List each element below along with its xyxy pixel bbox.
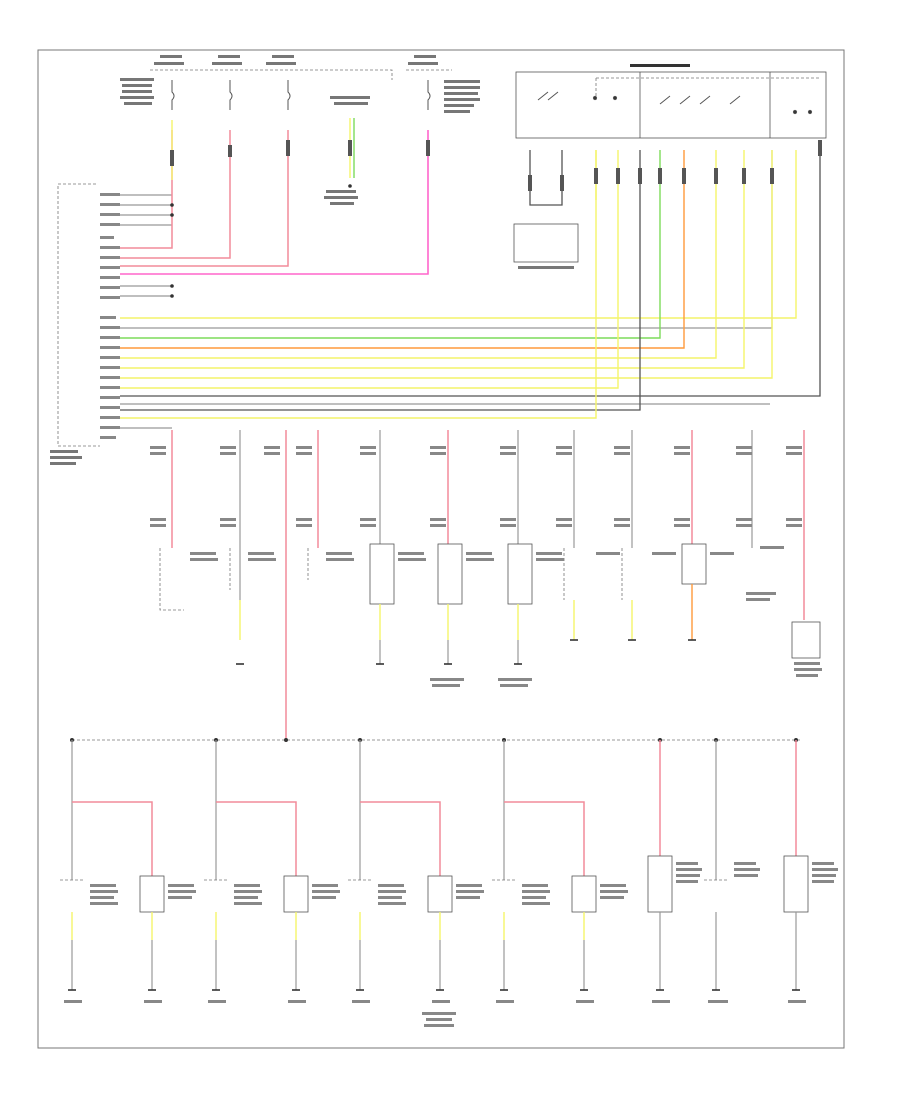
middle-lamp-components bbox=[159, 543, 821, 659]
middle-ground-wires bbox=[239, 584, 693, 664]
middle-ground-symbols bbox=[236, 639, 696, 665]
top-fuse-labels bbox=[120, 55, 480, 205]
fuse-box-outline bbox=[150, 69, 393, 80]
module-wires bbox=[120, 130, 821, 429]
wire-splice-blocks bbox=[170, 140, 822, 191]
headlight-range-control bbox=[513, 223, 579, 263]
light-switch-unit bbox=[515, 71, 827, 139]
module-labels bbox=[50, 450, 82, 465]
fuse-symbols bbox=[171, 80, 431, 110]
pin-labels bbox=[100, 193, 120, 439]
middle-component-labels bbox=[190, 546, 822, 677]
splice-dots bbox=[170, 184, 352, 298]
bottom-ground-wires bbox=[71, 912, 797, 990]
switch-contacts bbox=[537, 91, 813, 115]
diagram-frame bbox=[37, 49, 845, 1049]
central-control-module bbox=[57, 183, 100, 447]
bottom-lamp-components bbox=[60, 855, 809, 913]
middle-branch-wires bbox=[171, 430, 805, 742]
bottom-component-labels bbox=[90, 862, 838, 905]
ground-labels bbox=[64, 678, 806, 1027]
bottom-branch-wires bbox=[71, 740, 797, 880]
middle-pin-labels bbox=[150, 446, 802, 527]
